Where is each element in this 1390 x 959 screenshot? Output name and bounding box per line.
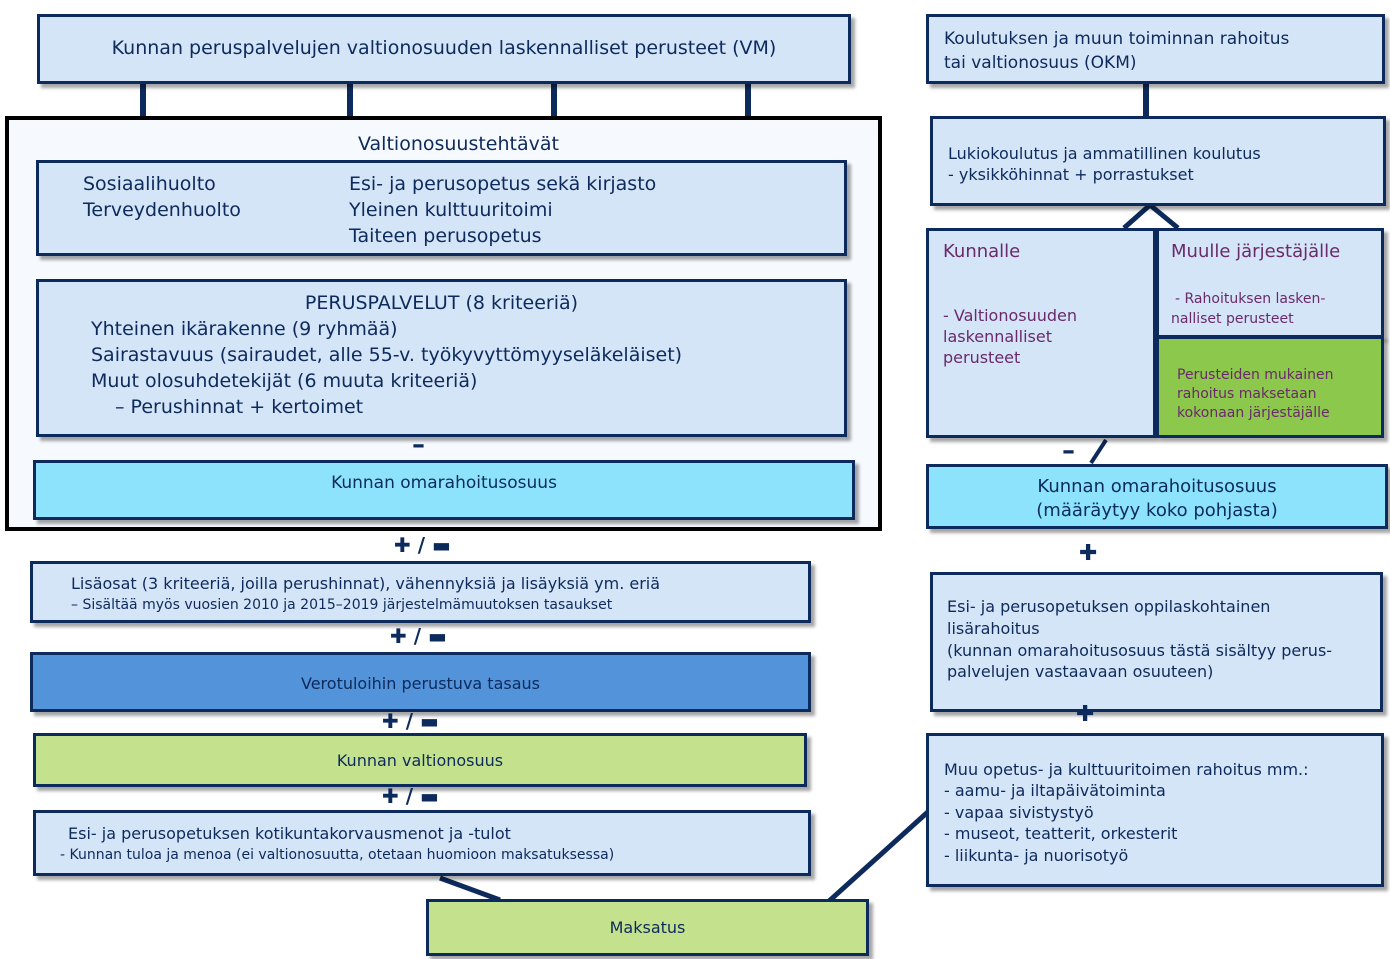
tax-equalization-box: Verotuloihin perustuva tasaus [30,652,811,712]
additions-line: Lisäosat (3 kriteeriä, joilla perushinna… [71,574,661,593]
other-funding-line: - liikunta- ja nuorisotyö [944,846,1129,865]
connector-line [347,83,353,119]
payment-label: Maksatus [609,918,686,937]
tasks-title: Valtionosuustehtävät [358,133,559,155]
plus-sign: ✚ [1076,702,1095,727]
plus-minus-sign: ✚ / ▬ [382,784,439,808]
additions-box: Lisäosat (3 kriteeriä, joilla perushinna… [30,561,811,623]
other-provider-line: nalliset perusteet [1171,311,1294,327]
task-item: Terveydenhuolto [83,199,241,221]
other-provider-box: Muulle järjestäjälle - Rahoituksen laske… [1156,228,1384,338]
home-municipality-box: Esi- ja perusopetuksen kotikuntakorvausm… [33,810,811,876]
connector-line [140,83,146,119]
okm-funding-title: Koulutuksen ja muun toiminnan rahoitus [944,29,1290,49]
other-funding-line: Muu opetus- ja kulttuuritoimen rahoitus … [944,760,1309,779]
connector-line [551,83,557,119]
task-item: Esi- ja perusopetus sekä kirjasto [349,173,657,195]
task-item: Yleinen kulttuuritoimi [349,199,553,221]
right-self-financing-line: (määräytyy koko pohjasta) [1036,500,1278,521]
municipality-line: - Valtionosuuden [943,306,1078,325]
additions-line: – Sisältää myös vuosien 2010 ja 2015–201… [71,597,613,613]
plus-minus-sign: ✚ / ▬ [394,533,451,557]
task-item: Taiteen perusopetus [349,225,542,247]
task-item: Sosiaalihuolto [83,173,216,195]
basic-services-box: PERUSPALVELUT (8 kriteeriä) Yhteinen ikä… [36,279,847,437]
municipality-box: Kunnalle - Valtionosuuden laskennalliset… [926,228,1156,438]
pupil-funding-line: lisärahoitus [947,619,1040,638]
basic-services-title: PERUSPALVELUT (8 kriteeriä) [304,292,579,314]
tasks-box: Sosiaalihuolto Terveydenhuolto Esi- ja p… [36,160,847,256]
minus-sign: – [412,430,425,460]
other-provider-line: - Rahoituksen lasken- [1175,291,1326,307]
upper-secondary-box: Lukiokoulutus ja ammatillinen koulutus -… [930,116,1386,206]
state-share-label: Kunnan valtionosuus [336,751,504,770]
state-share-box: Kunnan valtionosuus [33,733,807,787]
minus-sign: – [1062,436,1075,466]
tax-equalization-label: Verotuloihin perustuva tasaus [301,674,540,693]
other-funding-line: - museot, teatterit, orkesterit [944,824,1178,843]
right-self-financing-line: Kunnan omarahoitusosuus [1037,476,1277,497]
other-funding-line: - vapaa sivistystyö [944,803,1094,822]
provider-funding-line: rahoitus maksetaan [1177,386,1317,402]
okm-funding-box: Koulutuksen ja muun toiminnan rahoitus t… [926,14,1385,84]
basic-services-line: Muut olosuhdetekijät (6 muuta kriteeriä) [91,370,478,392]
pupil-funding-line: palvelujen vastaavaan osuuteen) [947,662,1214,681]
other-funding-line: - aamu- ja iltapäivätoiminta [944,781,1166,800]
municipality-line: laskennalliset [943,327,1052,346]
provider-funding-line: Perusteiden mukainen [1177,367,1334,383]
plus-sign: ✚ [1079,541,1098,566]
vm-criteria-title: Kunnan peruspalvelujen valtionosuuden la… [111,37,777,59]
payment-box: Maksatus [426,899,869,956]
okm-funding-title: tai valtionosuus (OKM) [944,53,1137,73]
right-self-financing-box: Kunnan omarahoitusosuus (määräytyy koko … [926,464,1388,529]
other-provider-title: Muulle järjestäjälle [1171,241,1341,262]
self-financing-box: Kunnan omarahoitusosuus [33,460,855,520]
self-financing-label: Kunnan omarahoitusosuus [331,473,557,493]
basic-services-line: Yhteinen ikärakenne (9 ryhmää) [91,318,398,340]
vm-criteria-box: Kunnan peruspalvelujen valtionosuuden la… [37,14,851,84]
other-funding-box: Muu opetus- ja kulttuuritoimen rahoitus … [926,733,1384,887]
pupil-funding-line: (kunnan omarahoitusosuus tästä sisältyy … [947,641,1333,660]
basic-services-line: Sairastavuus (sairaudet, alle 55-v. työk… [91,344,683,366]
provider-funding-box: Perusteiden mukainen rahoitus maksetaan … [1156,336,1384,438]
basic-services-line: – Perushinnat + kertoimet [115,396,364,418]
home-municipality-line: - Kunnan tuloa ja menoa (ei valtionosuut… [60,847,615,863]
provider-funding-line: kokonaan järjestäjälle [1177,405,1330,421]
upper-secondary-line: Lukiokoulutus ja ammatillinen koulutus [948,144,1261,163]
municipality-title: Kunnalle [943,241,1021,262]
municipality-line: perusteet [943,348,1021,367]
connector-line [745,83,751,119]
pupil-funding-line: Esi- ja perusopetuksen oppilaskohtainen [947,597,1271,616]
upper-secondary-line: - yksikköhinnat + porrastukset [948,165,1194,184]
plus-minus-sign: ✚ / ▬ [382,709,439,733]
home-municipality-line: Esi- ja perusopetuksen kotikuntakorvausm… [68,824,511,843]
connector-line [1143,83,1149,119]
plus-minus-sign: ✚ / ▬ [390,624,447,648]
pupil-funding-box: Esi- ja perusopetuksen oppilaskohtainen … [930,572,1383,712]
